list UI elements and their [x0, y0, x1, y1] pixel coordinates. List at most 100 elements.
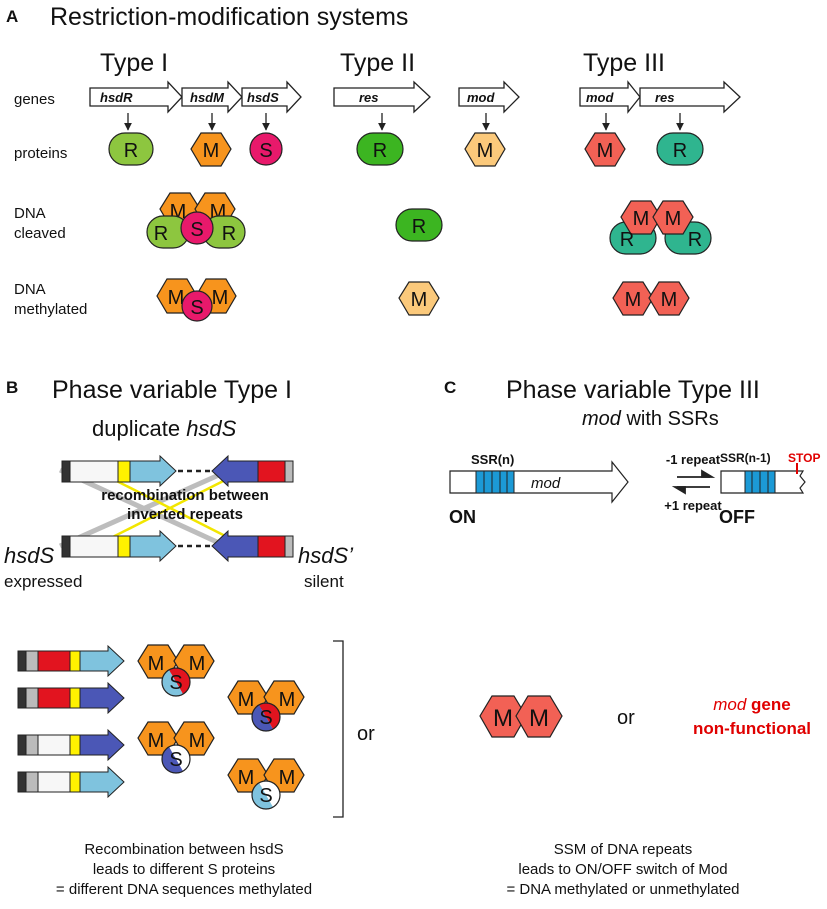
panel-b: B Phase variable Type I duplicate hsdS r… [4, 376, 375, 898]
svg-text:M: M [203, 140, 220, 162]
hsdS-prime-label: hsdS’ [298, 543, 354, 568]
protein-m-type3: M [584, 132, 626, 167]
panel-a-letter: A [6, 7, 18, 26]
gene-label-hsdM: hsdM [190, 90, 225, 105]
panel-a: A Restriction-modification systems Type … [6, 3, 741, 322]
panel-b-caption-3: = different DNA sequences methylated [56, 881, 312, 898]
gene-label-hsdR: hsdR [100, 90, 133, 105]
type1-cleavage-complex: M M R R S [146, 192, 246, 249]
recombination-label-1: recombination between [101, 487, 269, 504]
gene-arrow-hsdR: hsdR [89, 80, 183, 114]
hsdS-expressed-label: expressed [4, 572, 82, 591]
svg-text:M: M [633, 208, 650, 230]
svg-text:R: R [124, 140, 138, 162]
svg-text:M: M [279, 689, 296, 711]
svg-text:S: S [190, 297, 203, 319]
protein-s-type1: S [249, 132, 283, 166]
gene-arrow-hsdS: hsdS [241, 80, 302, 114]
gene-label-mod-type3: mod [586, 90, 615, 105]
type-ii-heading: Type II [340, 49, 415, 77]
panel-b-title: Phase variable Type I [52, 376, 292, 404]
msm-complex-white-darkblue: M M S [137, 721, 215, 774]
hsdS-locus-top [61, 454, 294, 488]
panel-a-title: Restriction-modification systems [50, 3, 408, 31]
type1-methylation-complex: M M S [156, 278, 237, 322]
gene-label-hsdS: hsdS [247, 90, 279, 105]
gene-arrow-mod-type2: mod [458, 80, 520, 114]
nonfunctional-line-2: non-functional [693, 719, 811, 738]
mod-gene-off [720, 463, 806, 494]
svg-text:M: M [661, 289, 678, 311]
msm-complex-red-lightblue: M M S [137, 644, 215, 697]
type3-mm-complex: M M [479, 695, 563, 738]
mod-gene-on-label: mod [531, 475, 561, 492]
type2-cleavage-r: R [395, 208, 443, 242]
svg-text:M: M [597, 140, 614, 162]
panel-c-caption-2: leads to ON/OFF switch of Mod [518, 861, 727, 878]
or-label-c: or [617, 707, 635, 729]
svg-text:R: R [412, 216, 426, 238]
svg-text:R: R [620, 229, 634, 251]
svg-text:S: S [259, 707, 272, 729]
protein-r-type3: R [656, 132, 704, 166]
svg-text:M: M [665, 208, 682, 230]
row-label-dna-cleaved-2: cleaved [14, 225, 66, 242]
switch-arrows [671, 469, 716, 495]
on-label: ON [449, 507, 476, 527]
type2-methylation-m: M [398, 281, 440, 316]
svg-text:M: M [168, 287, 185, 309]
panel-c-subtitle: mod with SSRs [582, 408, 719, 430]
svg-text:S: S [169, 672, 182, 694]
svg-text:M: M [238, 767, 255, 789]
svg-text:R: R [222, 223, 236, 245]
translation-arrows [124, 113, 684, 131]
hsdS-silent-label: silent [304, 572, 344, 591]
svg-text:M: M [411, 289, 428, 311]
off-label: OFF [719, 507, 755, 527]
panel-b-subtitle: duplicate hsdS [92, 416, 237, 441]
row-label-dna-methylated-1: DNA [14, 281, 46, 298]
svg-text:S: S [259, 785, 272, 807]
row-label-dna-cleaved-1: DNA [14, 205, 46, 222]
ssr-n-minus-1-label: SSR(n-1) [720, 451, 771, 465]
recombination-lines [58, 467, 246, 551]
type-iii-heading: Type III [583, 49, 665, 77]
recombined-locus-3 [17, 728, 125, 762]
minus-one-repeat-label: -1 repeat [666, 452, 721, 467]
svg-text:M: M [625, 289, 642, 311]
panel-c-caption-1: SSM of DNA repeats [554, 841, 692, 858]
type3-methylation-complex: M M [612, 281, 690, 316]
svg-text:R: R [373, 140, 387, 162]
nonfunctional-line-1: mod gene [713, 695, 790, 714]
svg-text:M: M [189, 730, 206, 752]
panel-b-caption-1: Recombination between hsdS [84, 841, 283, 858]
protein-m-type2: M [464, 132, 506, 167]
panel-c-title: Phase variable Type III [506, 376, 760, 404]
msm-complex-white-lightblue: M M S [227, 758, 305, 810]
panel-c: C Phase variable Type III mod with SSRs … [444, 376, 820, 898]
svg-text:R: R [673, 140, 687, 162]
gene-label-mod-type2: mod [467, 90, 496, 105]
protein-m-type1: M [190, 132, 232, 167]
hsdS-locus-bottom [61, 529, 294, 563]
row-label-dna-methylated-2: methylated [14, 301, 87, 318]
type3-cleavage-complex: M M R R [609, 200, 712, 255]
gene-arrow-res-type3: res [639, 80, 741, 114]
panel-b-letter: B [6, 378, 18, 397]
msm-complex-red-darkblue: M M S [227, 680, 305, 732]
svg-text:M: M [493, 705, 513, 732]
svg-text:M: M [238, 689, 255, 711]
recombined-locus-2 [17, 681, 125, 715]
ssr-n-label: SSR(n) [471, 452, 514, 467]
svg-text:M: M [212, 287, 229, 309]
svg-text:S: S [190, 219, 203, 241]
svg-text:M: M [529, 705, 549, 732]
gene-arrow-res-type2: res [333, 80, 431, 114]
options-bracket [333, 640, 344, 818]
svg-text:S: S [169, 749, 182, 771]
mod-gene-on: mod [449, 460, 629, 504]
panel-c-letter: C [444, 378, 456, 397]
svg-text:M: M [148, 730, 165, 752]
panel-c-caption-3: = DNA methylated or unmethylated [506, 881, 739, 898]
